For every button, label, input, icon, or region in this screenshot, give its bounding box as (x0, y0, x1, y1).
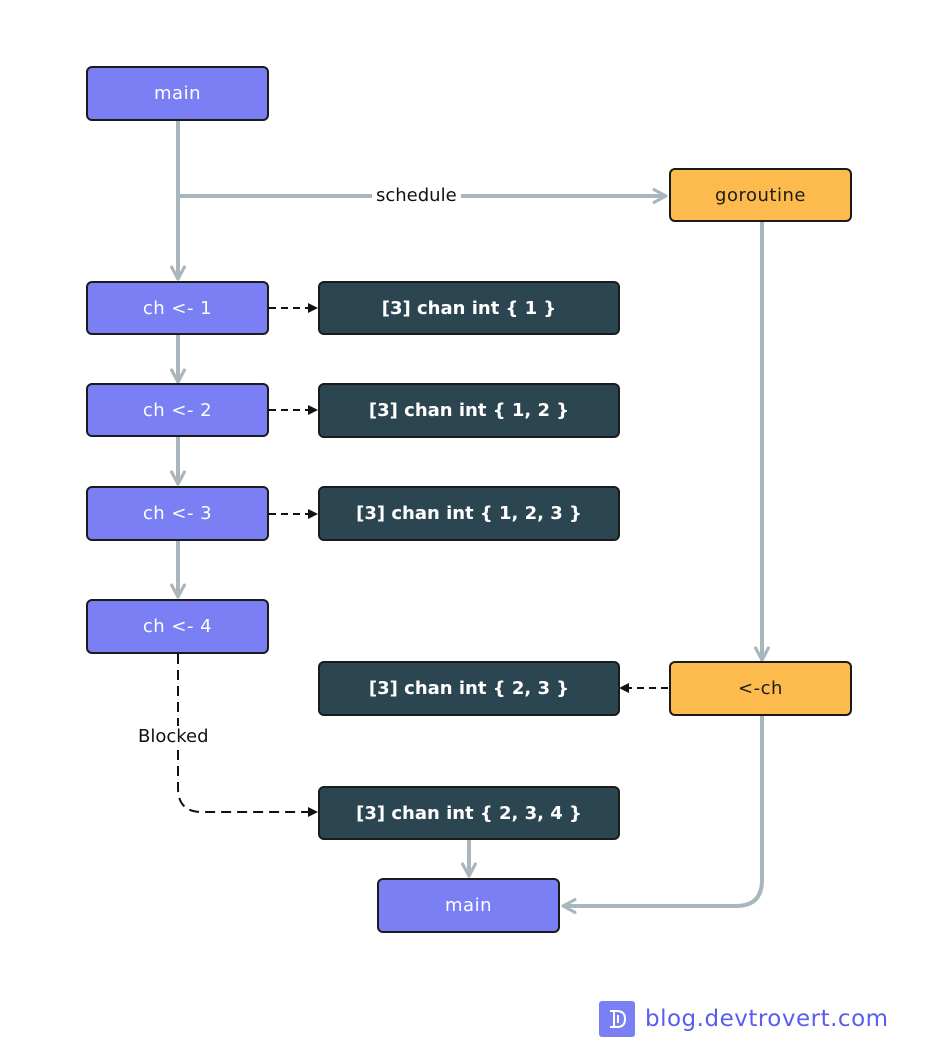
send-4-node: ch <- 4 (86, 599, 269, 654)
schedule-label: schedule (372, 185, 461, 207)
send-2-node: ch <- 2 (86, 383, 269, 437)
buffer-final-node: [3] chan int { 2, 3, 4 } (318, 786, 620, 840)
brand-footer: blog.devtrovert.com (599, 1000, 889, 1038)
main-start-node: main (86, 66, 269, 121)
send-1-node: ch <- 1 (86, 281, 269, 335)
devtrovert-logo-icon (599, 1001, 635, 1037)
blocked-label: Blocked (134, 726, 213, 748)
edge-receive-to-main (561, 715, 764, 914)
buffer-after-receive-node: [3] chan int { 2, 3 } (318, 661, 620, 716)
brand-text: blog.devtrovert.com (645, 1006, 889, 1032)
edge-send4-blocked-to-final-buffer (177, 654, 318, 817)
receive-node: <-ch (669, 661, 852, 716)
buffer-3-node: [3] chan int { 1, 2, 3 } (318, 486, 620, 541)
buffer-2-node: [3] chan int { 1, 2 } (318, 383, 620, 438)
buffer-1-node: [3] chan int { 1 } (318, 281, 620, 335)
main-end-node: main (377, 878, 560, 933)
goroutine-node: goroutine (669, 168, 852, 222)
send-3-node: ch <- 3 (86, 486, 269, 541)
